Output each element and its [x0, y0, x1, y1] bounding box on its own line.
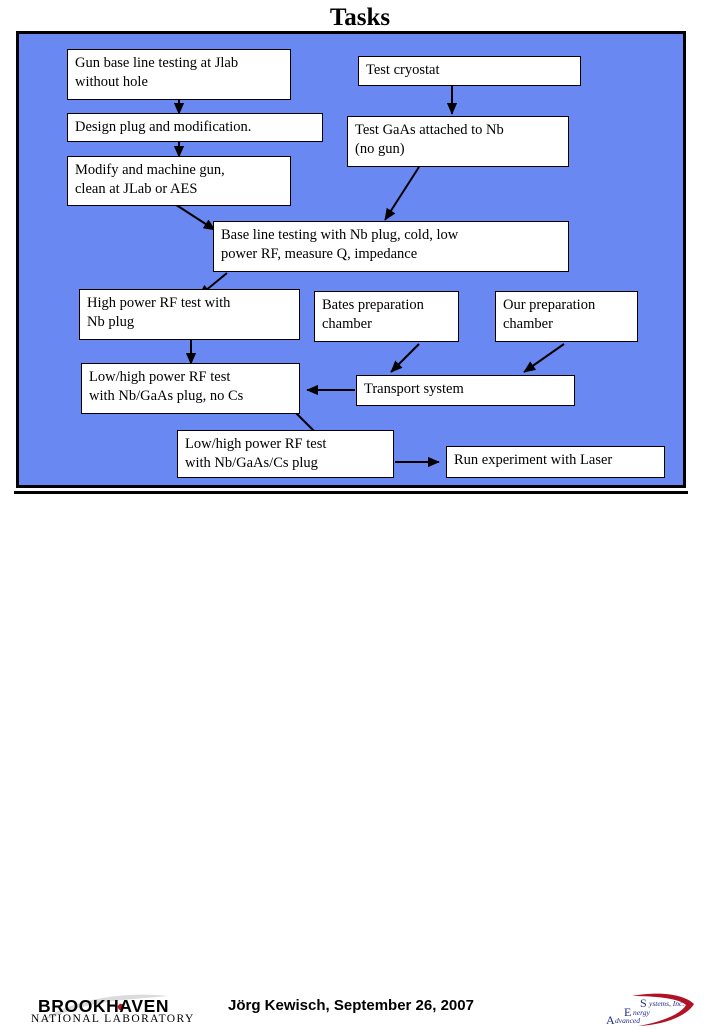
footer-divider	[14, 491, 688, 494]
box-run-experiment-laser[interactable]: Run experiment with Laser	[446, 446, 665, 478]
box-line: Gun base line testing at Jlab	[75, 55, 239, 71]
connector-ourprep-to-transport	[523, 343, 565, 373]
box-bates-prep-chamber[interactable]: Bates preparation chamber	[314, 291, 459, 342]
box-line: clean at JLab or AES	[75, 180, 198, 197]
brookhaven-logo: BROOKHAVEN NATIONAL LABORATORY	[28, 994, 206, 1027]
box-line: with Nb/GaAs plug, no Cs	[89, 387, 244, 404]
box-high-power-rf-nb[interactable]: High power RF test with Nb plug	[79, 289, 300, 340]
box-our-prep-chamber[interactable]: Our preparation chamber	[495, 291, 638, 342]
box-base-line-testing-nb[interactable]: Base line testing with Nb plug, cold, lo…	[213, 221, 569, 272]
aes-logo: S ystems, Inc. E nergy A dvanced	[588, 992, 700, 1030]
box-line: Run experiment with Laser	[454, 452, 613, 468]
box-line: Design plug and modification.	[75, 119, 252, 135]
box-line: (no gun)	[355, 140, 405, 157]
box-line: Base line testing with Nb plug, cold, lo…	[221, 227, 459, 243]
box-test-cryostat[interactable]: Test cryostat	[358, 56, 581, 86]
page-title: Tasks	[329, 4, 391, 31]
box-line: without hole	[75, 73, 148, 90]
box-line: Nb plug	[87, 313, 135, 330]
footer: BROOKHAVEN NATIONAL LABORATORY Jörg Kewi…	[0, 494, 720, 1027]
box-line: Test cryostat	[366, 62, 440, 78]
brookhaven-subtitle: NATIONAL LABORATORY	[31, 1013, 195, 1025]
box-test-gaas-nb[interactable]: Test GaAs attached to Nb (no gun)	[347, 116, 569, 167]
box-transport-system[interactable]: Transport system	[356, 375, 575, 406]
box-modify-machine-gun[interactable]: Modify and machine gun, clean at JLab or…	[67, 156, 291, 206]
box-low-high-rf-no-cs[interactable]: Low/high power RF test with Nb/GaAs plug…	[81, 363, 300, 414]
box-low-high-rf-cs[interactable]: Low/high power RF test with Nb/GaAs/Cs p…	[177, 430, 394, 478]
aes-advanced-rest: dvanced	[615, 1016, 640, 1025]
box-line: chamber	[503, 315, 553, 332]
connector-bates-to-transport	[390, 343, 420, 373]
box-gun-base-line-testing[interactable]: Gun base line testing at Jlab without ho…	[67, 49, 291, 100]
box-line: chamber	[322, 315, 372, 332]
footer-caption: Jörg Kewisch, September 26, 2007	[228, 997, 474, 1014]
connector-gaas-to-baseline	[384, 166, 420, 221]
aes-advanced-cap: A	[606, 1013, 615, 1027]
box-line: Test GaAs attached to Nb	[355, 122, 504, 138]
aes-systems-rest: ystems, Inc.	[649, 999, 685, 1008]
box-line: Bates preparation	[322, 297, 424, 313]
box-line: Transport system	[364, 381, 464, 397]
box-line: Modify and machine gun,	[75, 162, 225, 178]
box-line: with Nb/GaAs/Cs plug	[185, 454, 318, 471]
box-line: High power RF test with	[87, 295, 231, 311]
box-line: power RF, measure Q, impedance	[221, 245, 418, 262]
box-line: Our preparation	[503, 297, 596, 313]
box-line: Low/high power RF test	[185, 436, 327, 452]
box-line: Low/high power RF test	[89, 369, 231, 385]
diagram-panel: Gun base line testing at Jlab without ho…	[16, 31, 686, 488]
box-design-plug[interactable]: Design plug and modification.	[67, 113, 323, 142]
